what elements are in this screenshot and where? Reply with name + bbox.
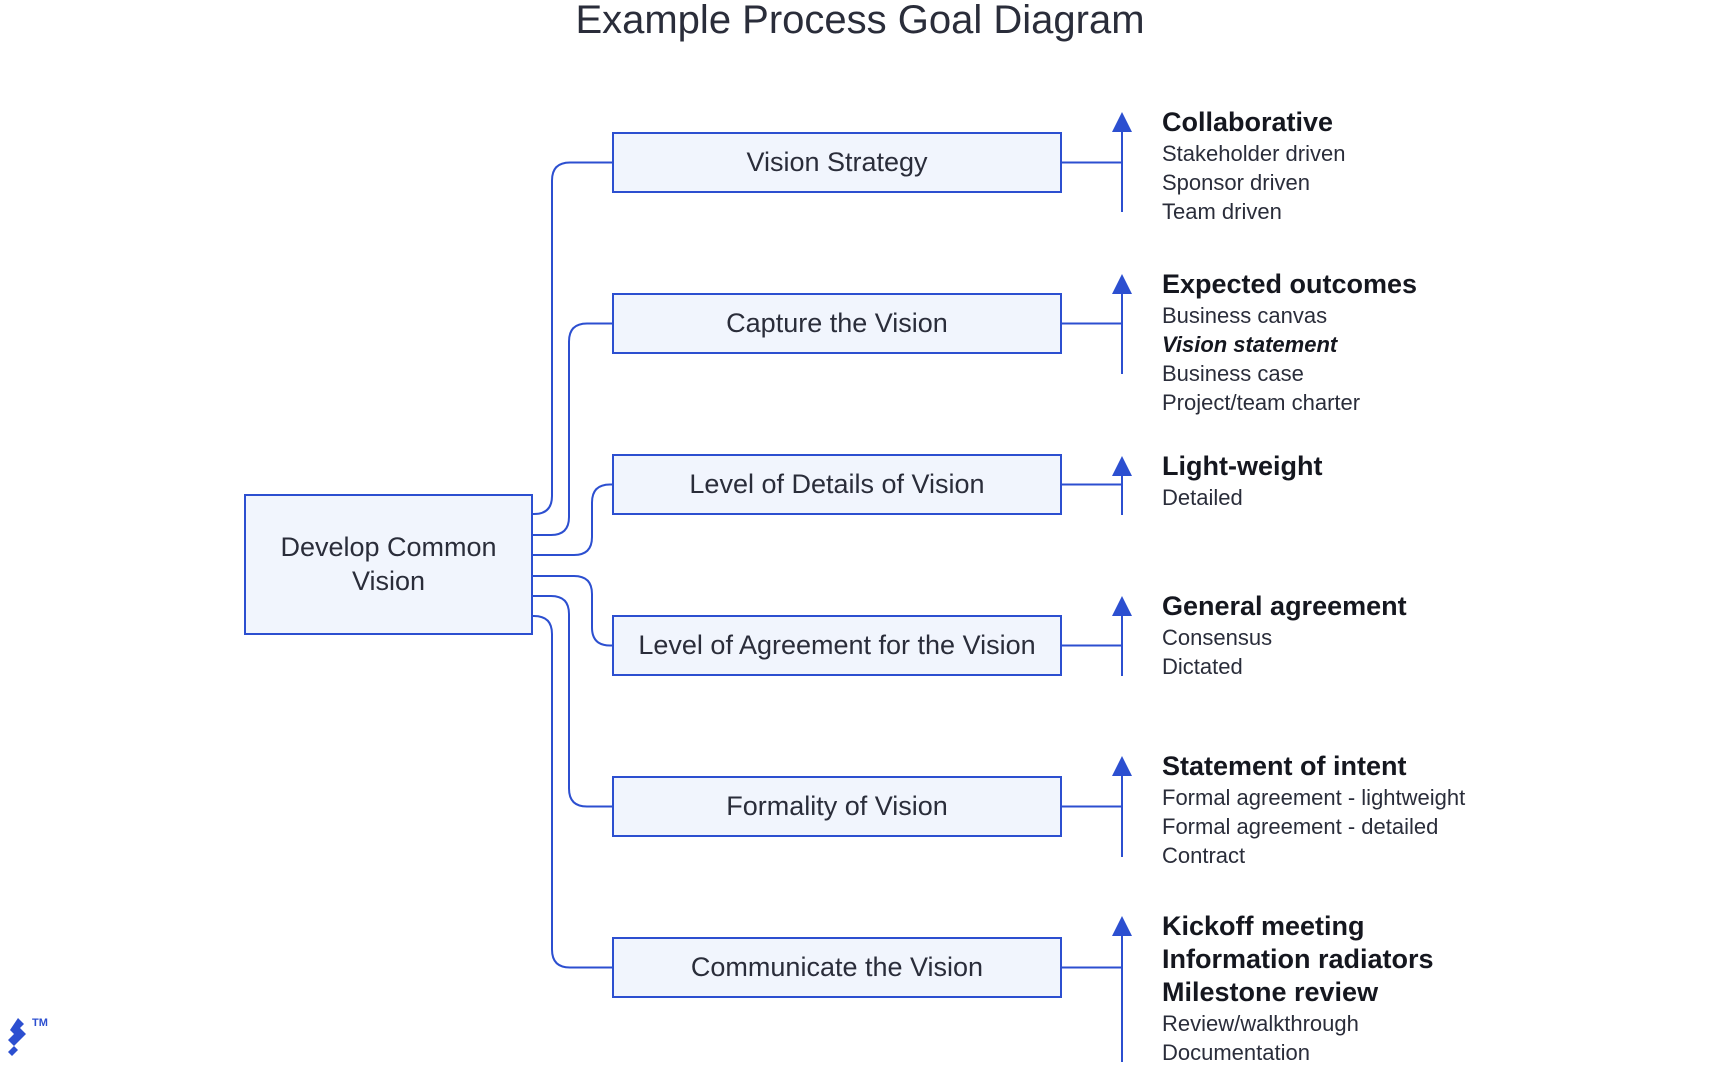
root-node-label: Develop Common Vision [280,531,497,596]
arrow-up-icon [1112,756,1132,776]
outcome-item: Sponsor driven [1162,170,1310,195]
outcome-item: Detailed [1162,485,1243,510]
outcome-item: General agreement [1162,591,1407,621]
connector-root-to-child [533,595,612,808]
trademark-label: TM [32,1017,48,1029]
child-node-label: Communicate the Vision [690,951,984,982]
outcome-item: Consensus [1162,625,1273,650]
outcome-item: Milestone review [1162,977,1379,1007]
child-node-label: Vision Strategy [746,146,928,177]
outcome-item: Project/team charter [1162,390,1361,415]
arrow-up-icon [1112,274,1132,294]
outcome-item: Formal agreement - detailed [1162,814,1439,839]
arrow-up-icon [1112,916,1132,936]
child-node-label: Formality of Vision [726,790,948,821]
child-node-capture-the-vision: Capture the Vision [612,293,1062,354]
child-node-vision-strategy: Vision Strategy [612,132,1062,193]
toptal-logo-icon: TM [2,1010,58,1067]
child-node-label: Capture the Vision [726,307,948,338]
outcome-item: Team driven [1162,199,1282,224]
outcome-item: Business case [1162,361,1304,386]
outcome-item: Business canvas [1162,303,1328,328]
outcome-item: Stakeholder driven [1162,141,1346,166]
outcome-item: Information radiators [1162,944,1434,974]
child-node-level-of-details-of-vision: Level of Details of Vision [612,454,1062,515]
outcome-item: Statement of intent [1162,751,1407,781]
outcome-item: Review/walkthrough [1162,1011,1359,1036]
outcome-item: Formal agreement - lightweight [1162,785,1466,810]
connector-root-to-child [533,161,612,515]
outcome-item: Light-weight [1162,451,1323,481]
child-node-communicate-the-vision: Communicate the Vision [612,937,1062,998]
arrow-up-icon [1112,596,1132,616]
child-node-formality-of-vision: Formality of Vision [612,776,1062,837]
diagram-title: Example Process Goal Diagram [575,0,1145,42]
outcome-item: Expected outcomes [1162,269,1418,299]
outcome-item: Collaborative [1162,107,1334,137]
child-node-level-of-agreement-for-the-vision: Level of Agreement for the Vision [612,615,1062,676]
outcome-item: Contract [1162,843,1246,868]
outcome-item: Documentation [1162,1040,1310,1065]
outcome-item: Vision statement [1162,332,1338,357]
arrow-up-icon [1112,112,1132,132]
arrow-up-icon [1112,456,1132,476]
outcome-item: Dictated [1162,654,1243,679]
connector-root-to-child [533,322,612,536]
connector-root-to-child [533,483,612,556]
child-node-label: Level of Agreement for the Vision [638,629,1036,660]
root-node: Develop Common Vision [244,494,533,635]
child-node-label: Level of Details of Vision [689,468,985,499]
connector-root-to-child [533,575,612,647]
outcome-item: Kickoff meeting [1162,911,1365,941]
connector-root-to-child [533,615,612,969]
